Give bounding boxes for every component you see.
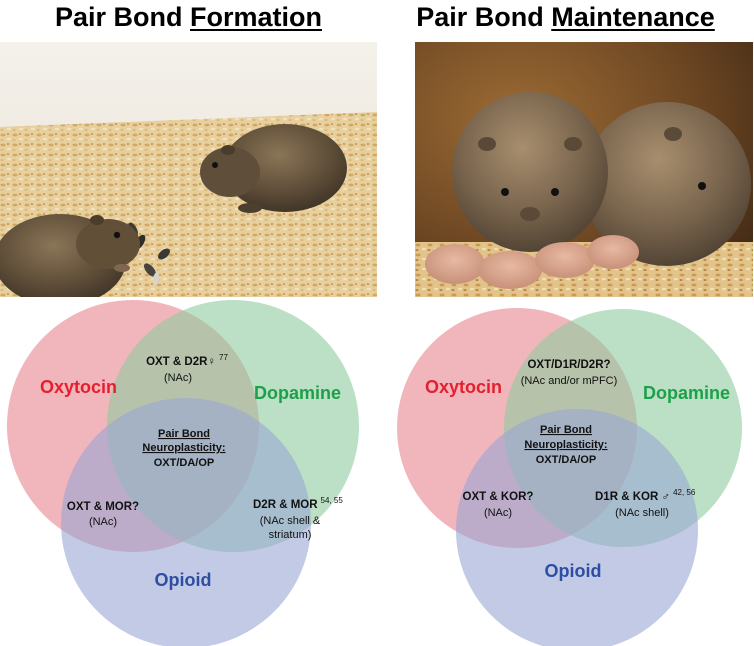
formation-panel: Pair Bond Formation [0, 2, 377, 646]
maintenance-panel: Pair Bond Maintenance [377, 0, 754, 646]
vole-mother-figure [452, 92, 608, 252]
overlap-da-op-label: D1R & KOR ♂42, 56 [595, 488, 696, 503]
oxytocin-label: Oxytocin [425, 377, 502, 397]
overlap-da-op-region: (NAc shell) [615, 507, 669, 519]
overlap-oxt-da-label: OXT & D2R♀77 [146, 353, 228, 368]
overlap-oxt-op-label: OXT & MOR? [67, 501, 139, 513]
opioid-label: Opioid [545, 561, 602, 581]
opioid-circle [61, 398, 311, 646]
center-title-line1: Pair Bond [158, 428, 210, 440]
opioid-circle [456, 409, 698, 646]
overlap-oxt-da-region: (NAc and/or mPFC) [521, 375, 618, 387]
dopamine-label: Dopamine [254, 383, 341, 403]
vole-right-figure [200, 124, 347, 213]
oxytocin-label: Oxytocin [40, 377, 117, 397]
formation-title: Pair Bond Formation [54, 2, 322, 32]
formation-photo [0, 42, 377, 297]
maintenance-photo [415, 42, 753, 297]
overlap-oxt-op-region: (NAc) [89, 516, 117, 528]
maintenance-venn-diagram: Oxytocin Dopamine Opioid OXT/D1R/D2R? (N… [397, 308, 742, 646]
pups-figure [425, 235, 639, 289]
center-systems: OXT/DA/OP [536, 454, 597, 466]
overlap-da-op-region-line1: (NAc shell & [260, 515, 321, 527]
center-title-line2: Neuroplasticity: [142, 442, 225, 454]
center-systems: OXT/DA/OP [154, 457, 215, 469]
center-title-line2: Neuroplasticity: [524, 439, 607, 451]
maintenance-title: Pair Bond Maintenance [416, 2, 715, 32]
dopamine-label: Dopamine [643, 383, 730, 403]
overlap-da-op-region-line2: striatum) [269, 529, 312, 541]
overlap-oxt-da-region: (NAc) [164, 372, 192, 384]
overlap-oxt-op-region: (NAc) [484, 507, 512, 519]
formation-venn-diagram: Oxytocin Dopamine Opioid OXT & D2R♀77 (N… [7, 300, 359, 646]
overlap-oxt-op-label: OXT & KOR? [463, 491, 534, 503]
vole-left-figure [0, 214, 140, 297]
vole-father-figure [583, 102, 751, 266]
center-title-line1: Pair Bond [540, 424, 592, 436]
opioid-label: Opioid [155, 570, 212, 590]
overlap-oxt-da-label: OXT/D1R/D2R? [527, 359, 610, 371]
